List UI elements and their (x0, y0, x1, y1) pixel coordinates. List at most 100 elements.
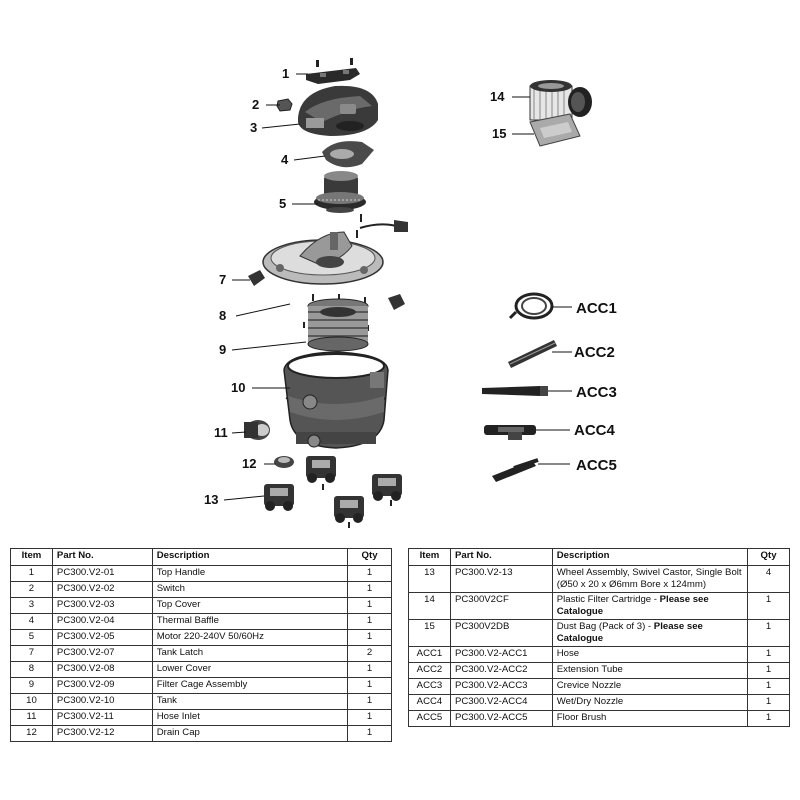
description-text: Thermal Baffle (156, 615, 219, 626)
cell-item: 14 (408, 592, 451, 620)
description-text: Plastic Filter Cartridge - (556, 594, 660, 605)
cell-qty: 1 (347, 629, 392, 646)
cell-qty: 1 (347, 677, 392, 694)
header-description: Description (151, 548, 349, 566)
cell-part-no: PC300.V2-12 (51, 725, 153, 742)
cell-description: Extension Tube (551, 662, 749, 679)
description-text: Top Handle (156, 567, 206, 578)
cell-item: 7 (10, 645, 53, 662)
callout-1: 1 (282, 66, 289, 81)
callout-4: 4 (281, 152, 289, 167)
description-text: Wet/Dry Nozzle (556, 696, 624, 707)
description-text: Hose (556, 648, 580, 659)
header-item: Item (10, 548, 53, 566)
cell-qty: 1 (747, 646, 790, 663)
cell-description: Dust Bag (Pack of 3) - Please see Catalo… (551, 619, 749, 647)
header-part-no: Part No. (449, 548, 553, 566)
cell-part-no: PC300.V2-ACC4 (449, 694, 553, 711)
callout-8: 8 (219, 308, 226, 323)
part-thermal-baffle (322, 141, 374, 168)
acc-floor-brush (492, 458, 539, 482)
cell-item: ACC5 (408, 710, 451, 727)
description-text: Filter Cage Assembly (156, 679, 248, 690)
cell-item: 3 (10, 597, 53, 614)
leader-lines (223, 73, 572, 501)
cell-part-no: PC300.V2-ACC3 (449, 678, 553, 695)
table-header-row: Item Part No. Description Qty (408, 548, 790, 566)
cell-item: 12 (10, 725, 53, 742)
cell-part-no: PC300.V2-ACC2 (449, 662, 553, 679)
cell-description: Switch (151, 581, 349, 598)
description-text: Drain Cap (156, 727, 200, 738)
header-part-no: Part No. (51, 548, 153, 566)
cell-qty: 2 (347, 645, 392, 662)
cell-qty: 1 (347, 709, 392, 726)
cell-part-no: PC300.V2-13 (449, 565, 553, 593)
description-text: Hose Inlet (156, 711, 200, 722)
power-cord (359, 220, 408, 232)
description-text: Floor Brush (556, 712, 607, 723)
acc-extension-tube (508, 340, 557, 368)
part-dust-bag (529, 113, 581, 147)
description-text: Extension Tube (556, 664, 623, 675)
cell-description: Motor 220-240V 50/60Hz (151, 629, 349, 646)
header-description: Description (551, 548, 749, 566)
acc-crevice-nozzle (482, 386, 548, 396)
description-text: Dust Bag (Pack of 3) - (556, 621, 654, 632)
cell-description: Top Cover (151, 597, 349, 614)
cell-description: Lower Cover (151, 661, 349, 678)
part-lower-cover (262, 231, 384, 285)
callout-3: 3 (250, 120, 257, 135)
cell-part-no: PC300.V2-02 (51, 581, 153, 598)
cell-item: 2 (10, 581, 53, 598)
description-note: Please see Catalogue (556, 621, 703, 644)
cell-item: 8 (10, 661, 53, 678)
callout-2: 2 (252, 97, 259, 112)
cell-qty: 1 (347, 725, 392, 742)
cell-description: Wet/Dry Nozzle (551, 694, 749, 711)
cell-description: Hose Inlet (151, 709, 349, 726)
cell-qty: 1 (747, 710, 790, 727)
cell-description: Filter Cage Assembly (151, 677, 349, 694)
part-top-cover (298, 85, 378, 136)
part-tank (283, 351, 389, 449)
cell-part-no: PC300.V2-ACC1 (449, 646, 553, 663)
part-filter-cartridge (529, 80, 592, 121)
cell-item: 13 (408, 565, 451, 593)
description-note: Please see Catalogue (556, 594, 709, 617)
cell-qty: 1 (347, 597, 392, 614)
cell-part-no: PC300.V2-10 (51, 693, 153, 710)
cell-description: Plastic Filter Cartridge - Please see Ca… (551, 592, 749, 620)
acc-hose (508, 292, 554, 320)
cell-description: Tank Latch (151, 645, 349, 662)
cell-qty: 1 (747, 694, 790, 711)
cell-item: 5 (10, 629, 53, 646)
part-tank-latch (248, 270, 405, 310)
cell-part-no: PC300.V2-05 (51, 629, 153, 646)
header-item: Item (408, 548, 451, 566)
callout-acc2: ACC2 (574, 344, 615, 361)
cell-item: 11 (10, 709, 53, 726)
description-text: Switch (156, 583, 185, 594)
callout-11: 11 (214, 425, 228, 440)
cell-item: 10 (10, 693, 53, 710)
cell-description: Drain Cap (151, 725, 349, 742)
cell-qty: 1 (347, 581, 392, 598)
cell-part-no: PC300V2DB (449, 619, 553, 647)
description-text: Motor 220-240V 50/60Hz (156, 631, 264, 642)
cell-qty: 1 (747, 662, 790, 679)
part-top-handle (306, 58, 360, 84)
part-wheel-assembly (264, 456, 402, 528)
cell-description: Wheel Assembly, Swivel Castor, Single Bo… (551, 565, 749, 593)
